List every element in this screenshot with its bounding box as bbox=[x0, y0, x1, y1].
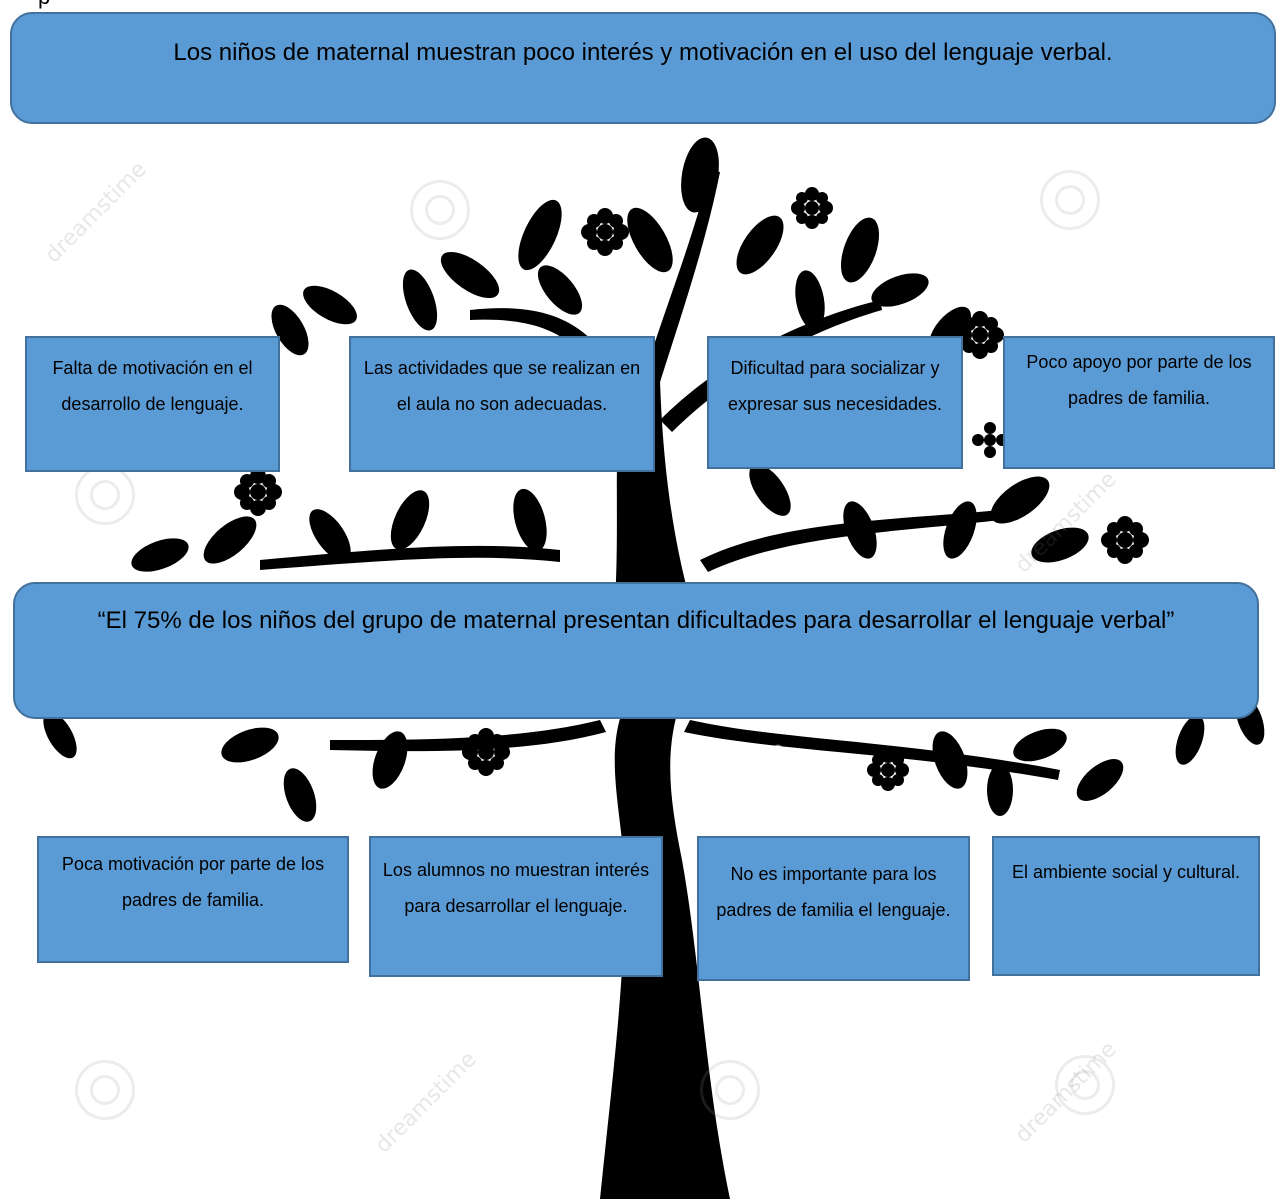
root-text: Los alumnos no muestran interés para des… bbox=[382, 860, 650, 916]
cause-box-3: Dificultad para socializar y expresar su… bbox=[707, 336, 963, 469]
cause-box-1: Falta de motivación en el desarrollo de … bbox=[25, 336, 280, 472]
cropped-text-fragment: p bbox=[38, 0, 50, 8]
watermark-spiral-icon bbox=[75, 465, 135, 525]
watermark-spiral-icon bbox=[1040, 170, 1100, 230]
cause-box-4: Poco apoyo por parte de los padres de fa… bbox=[1003, 336, 1275, 469]
statement-box: “El 75% de los niños del grupo de matern… bbox=[13, 582, 1259, 719]
root-box-4: El ambiente social y cultural. bbox=[992, 836, 1260, 976]
problem-text: Los niños de maternal muestran poco inte… bbox=[173, 39, 1113, 66]
branch bbox=[640, 170, 720, 395]
statement-text: “El 75% de los niños del grupo de matern… bbox=[97, 607, 1175, 634]
cause-text: Falta de motivación en el desarrollo de … bbox=[52, 358, 253, 414]
watermark-spiral-icon bbox=[410, 180, 470, 240]
watermark-spiral-icon bbox=[700, 1060, 760, 1120]
tree-trunk bbox=[600, 680, 730, 1199]
root-box-1: Poca motivación por parte de los padres … bbox=[37, 836, 349, 963]
cause-text: Poco apoyo por parte de los padres de fa… bbox=[1026, 352, 1252, 408]
branch bbox=[660, 300, 882, 432]
flowers bbox=[234, 187, 1149, 791]
root-box-3: No es importante para los padres de fami… bbox=[697, 836, 970, 981]
watermark-spiral-icon bbox=[75, 1060, 135, 1120]
problem-box: Los niños de maternal muestran poco inte… bbox=[10, 12, 1276, 124]
root-text: Poca motivación por parte de los padres … bbox=[61, 854, 325, 910]
root-box-2: Los alumnos no muestran interés para des… bbox=[369, 836, 663, 977]
branch bbox=[700, 510, 1000, 572]
root-text: No es importante para los padres de fami… bbox=[716, 864, 951, 920]
cause-box-2: Las actividades que se realizan en el au… bbox=[349, 336, 655, 472]
branch bbox=[260, 545, 560, 570]
cause-text: Dificultad para socializar y expresar su… bbox=[727, 358, 943, 414]
root-text: El ambiente social y cultural. bbox=[1011, 862, 1241, 882]
cause-text: Las actividades que se realizan en el au… bbox=[363, 358, 641, 414]
watermark-spiral-icon bbox=[1055, 1055, 1115, 1115]
